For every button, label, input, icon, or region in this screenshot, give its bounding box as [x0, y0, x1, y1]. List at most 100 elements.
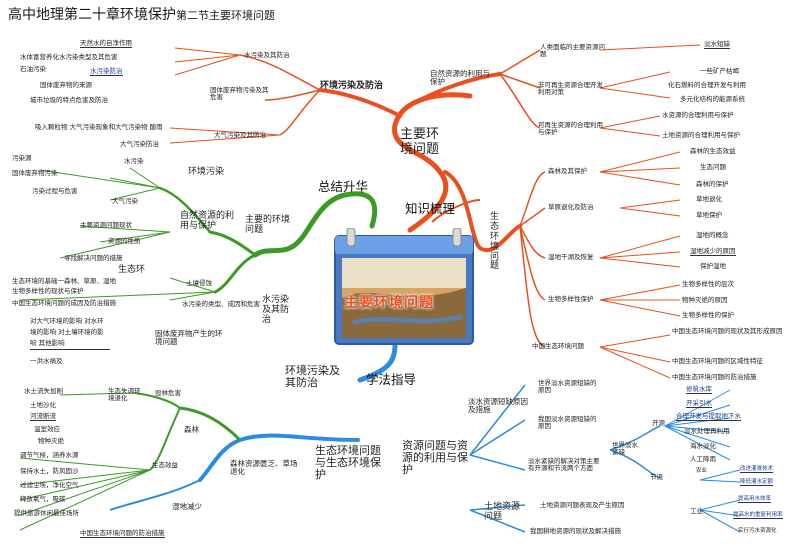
- study-forest-leaf-5: 中国生态环境问题的防治措施: [80, 529, 165, 539]
- pollution-item-waste: 固体废弃物污染及其危害: [210, 86, 269, 102]
- hub-summary: 总结升华: [318, 179, 369, 194]
- study-water-right-15: 提高水的重复利用率: [733, 512, 783, 520]
- nature-item-1: 非可再生资源合理开发利用对策: [538, 81, 603, 97]
- study-pollution-title: 环境污染及其防治: [285, 364, 340, 390]
- study-water-right-12: 降低灌水定额: [740, 479, 774, 487]
- branch-nature-top: [418, 72, 502, 102]
- nature-item-0: 人类面临的主要资源问题: [540, 43, 605, 59]
- summary-pollution-leaf-2: 大气污染: [112, 197, 138, 205]
- summary-pollution-title: 环境污染: [188, 167, 225, 177]
- summary-eco-leaf-2: 生态环境的基础一森林、草原、湿地: [12, 277, 116, 285]
- study-water-right-10: 农业: [696, 468, 708, 474]
- study-water-leaf-2: 淡水紧缺的解决对策主要有开源和节流两个方面: [528, 457, 600, 473]
- nature-leaf-0: 淡水短缺: [704, 40, 730, 50]
- study-resources-title: 资源问题与资源的利用与保护: [402, 439, 468, 477]
- summary-pollution-leaf-0: 污染源: [12, 154, 32, 162]
- page-title-sub: 第二节主要环境问题: [176, 9, 275, 22]
- ecology-leaf-9: 物种灭绝的原因: [682, 296, 728, 304]
- ecology-item-1: 草原退化及防治: [548, 203, 594, 211]
- study-water-right-9: 人工降雨: [690, 455, 716, 463]
- ecology-leaf-4: 草地保护: [696, 211, 722, 219]
- pollution-leaf-3: 水污染防治: [90, 67, 123, 77]
- study-water-right-2: 开源: [652, 419, 665, 427]
- ecology-item-4: 中国生态环境问题: [532, 342, 584, 350]
- pollution-leaf-5: 城市垃圾的特点危害及防治: [30, 96, 108, 104]
- summary-pollution-leaf-4: 固体废弃物污染: [12, 169, 58, 177]
- summary-pollution-mid: 水污染及其防治: [262, 295, 290, 325]
- study-forest-sub-6: 保持水土，防风固沙: [20, 467, 79, 475]
- ecology-leaf-2: 森林的保护: [696, 180, 729, 188]
- pollution-item-water: 水污染及其防治: [244, 51, 290, 59]
- nature-leaf-5: 土地资源的合理利用与保护: [662, 131, 740, 139]
- summary-eco-leaf-5: 土壤侵蚀: [186, 279, 212, 287]
- summary-resources-title: 自然资源的利用与保护: [180, 211, 235, 231]
- study-water-leaf-0: 世界淡水资源短缺的原因: [538, 379, 597, 395]
- study-water-right-3: 节流: [650, 473, 663, 481]
- study-water-right-14: 提高用水效率: [738, 496, 772, 504]
- study-forest-leaf-3: 森林资源匮乏、草场退化: [230, 459, 298, 477]
- ecology-item-2: 湿地干湖及恢复: [548, 253, 594, 261]
- study-forest-sub-3: 温室效应: [34, 425, 60, 433]
- study-water-right-8: 海水淡化: [690, 442, 716, 450]
- pollution-leaf-7: 大气污染防治: [120, 140, 159, 148]
- study-forest-sub-7: 过滤尘埃，净化空气: [20, 481, 79, 489]
- knowledge-pollution-title: 环境污染及防治: [320, 81, 384, 91]
- summary-eco-leaf-4: 中国生态环境问题的成因及防治措施: [12, 299, 116, 307]
- study-forest-sub-5: 调节气候，涵养水源: [20, 451, 79, 459]
- branch-hub-knowledge: [431, 199, 481, 223]
- center-label: 主要环境问题: [344, 295, 434, 311]
- nature-leaf-2: 化石燃料的合理开发与利用: [668, 81, 746, 89]
- study-forest-sub-10: 生态失调环境退化: [108, 387, 141, 403]
- pollution-leaf-2: 石油污染: [20, 65, 46, 73]
- study-eco-title: 生态环境问题与生态环境保护: [315, 444, 381, 482]
- nature-leaf-4: 水资源的合理利用与保护: [662, 111, 734, 119]
- study-water-right-6: 合理开发与提取地下水: [676, 412, 741, 422]
- study-water-right-7: 淡水处理再利用: [684, 427, 730, 435]
- nature-item-2: 可再生资源的合理利用与保护: [538, 121, 603, 137]
- ecology-leaf-5: 湿地的概念: [696, 231, 729, 239]
- study-forest-sub-8: 释放氧气，吸碳: [20, 495, 66, 503]
- study-water-right-13: 工业: [690, 507, 703, 515]
- ecology-leaf-7: 保护湿地: [700, 262, 726, 270]
- center-board-icon: [334, 227, 474, 345]
- ecology-item-0: 森林及其保护: [548, 167, 587, 175]
- knowledge-sub-title-top: 主要环: [400, 127, 440, 142]
- ecology-leaf-3: 草地退化: [696, 195, 722, 203]
- study-water-right-16: 实行污水资源化: [738, 528, 777, 534]
- study-water-right-11: 改进灌溉技术: [740, 466, 774, 474]
- knowledge-sub-title-bottom: 境问题: [400, 142, 440, 157]
- study-water-leaf-4: 我国耕地资源的现状及解决措施: [530, 527, 621, 535]
- summary-pollution-leaf-1: 水污染: [124, 157, 144, 165]
- ecology-leaf-8: 生物多样性的层次: [682, 280, 734, 288]
- study-forest-leaf-4: 湿地减少: [172, 502, 202, 511]
- study-forest-sub-1: 土地沙化: [30, 401, 56, 409]
- branch-summary-main: [252, 191, 378, 258]
- ecology-leaf-6: 湿地减少的原因: [690, 247, 736, 257]
- ecology-leaf-0: 森林的生态效益: [690, 147, 736, 155]
- pollution-leaf-1: 水体富营养化水污染类型及其危害: [20, 53, 118, 61]
- page-title-main: 高中地理第二十章环境保护: [8, 7, 176, 23]
- study-water-leaf-1: 我国淡水资源短缺的原因: [538, 415, 597, 431]
- ecology-leaf-12: 中国生态环境问题的区域性特征: [672, 357, 763, 365]
- ecology-item-3: 生物多样性保护: [548, 295, 594, 303]
- summary-main-title: 主要的环境问题: [245, 215, 291, 235]
- summary-resources-leaf-0: 主要资源问题现状: [80, 221, 132, 229]
- center-image: [333, 227, 475, 346]
- pollution-item-air: 大气污染及其防治: [214, 131, 266, 139]
- study-water-right-5: 开采引水: [686, 399, 712, 409]
- ecology-leaf-13: 中国生态环境问题的防治措施: [672, 373, 757, 381]
- study-forest-sub-2: 河流断流: [30, 412, 56, 422]
- page-title: 高中地理第二十章环境保护第二节主要环境问题: [8, 7, 275, 23]
- summary-pollution-leaf-3: 污染过程与危害: [32, 187, 78, 195]
- pollution-leaf-4: 固体废弃物的来源: [40, 81, 92, 89]
- branch-pollution-top: [318, 88, 402, 118]
- summary-waste-leaf-1: 对大气环境的影响 对水环境的影响 对土壤环境的影响 其他影响: [30, 316, 110, 351]
- knowledge-ecology-title: 生态环境问题: [490, 212, 500, 272]
- summary-resources-leaf-1: 资源的性质: [108, 237, 141, 245]
- summary-eco-leaf-3: 生物多样性的现状与保护: [12, 287, 84, 295]
- study-water-right-4: 修筑水库: [686, 385, 712, 395]
- study-water-right-1: 世界淡水紧缺: [612, 441, 638, 457]
- ecology-leaf-10: 生物多样性的保护: [682, 311, 734, 319]
- study-forest-sub-0: 水土流失加剧: [24, 387, 63, 395]
